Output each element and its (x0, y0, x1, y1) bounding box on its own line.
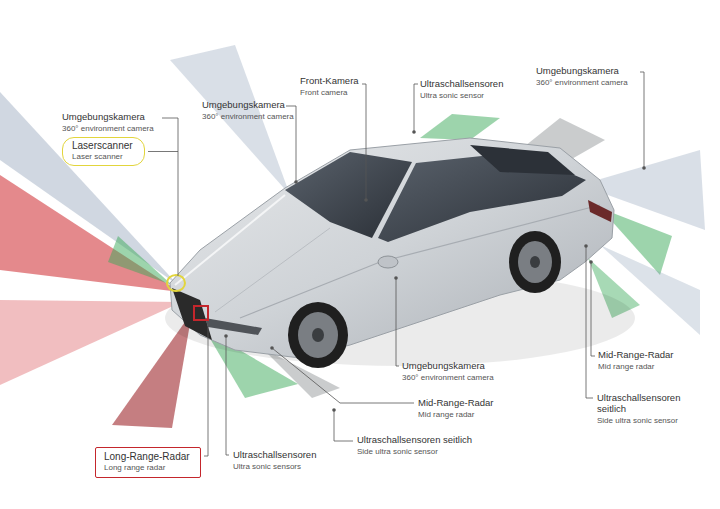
leader-lines-part (414, 84, 418, 132)
sensor-label-english: 360° environment camera (62, 124, 154, 133)
leader-line (204, 322, 208, 456)
sensor-cones-part (420, 114, 500, 140)
sensor-label-english: 360° environment camera (536, 78, 628, 87)
leader-dots-part (584, 244, 588, 248)
car-body-part (470, 145, 575, 175)
highlight-box: Long-Range-RadarLong range radar (95, 447, 201, 478)
sensor-cones (0, 45, 705, 428)
leader-lines-part (586, 246, 593, 398)
sensor-label-english: 360° environment camera (402, 373, 494, 382)
sensor-label-english: Ultra sonic sensor (420, 91, 484, 100)
sensor-label-english: Ultra sonic sensors (233, 462, 301, 471)
sensor-label: Umgebungskamera (536, 66, 619, 77)
leader-dots-part (364, 198, 368, 202)
highlight-pill: LaserscannerLaser scanner (62, 137, 145, 166)
leader-lines-part (334, 410, 353, 441)
sensor-label: Laserscanner (72, 140, 135, 152)
sensor-cones-part (108, 236, 172, 285)
sensor-label: Mid-Range-Radar (598, 350, 674, 361)
car-body-part (378, 256, 398, 268)
sensor-cones-part (0, 175, 180, 292)
leader-dots-part (394, 276, 398, 280)
leader-dots-part (589, 260, 593, 264)
leader-dots-part (332, 408, 336, 412)
car-body (165, 138, 635, 368)
sensor-markers-part (194, 306, 208, 320)
leader-lines-part (640, 72, 644, 168)
sensor-label: Ultraschallsensoren seitlich (597, 393, 693, 415)
sensor-label: Long-Range-Radar (104, 451, 192, 463)
car-body-part (509, 231, 561, 293)
sensor-label: Ultraschallsensoren seitlich (357, 435, 472, 446)
sensor-label: Ultraschallsensoren (420, 79, 503, 90)
sensor-label-english: Side ultra sonic sensor (357, 447, 438, 456)
sensor-label: Mid-Range-Radar (418, 398, 494, 409)
leader-lines-part (162, 118, 178, 276)
car-body-part (312, 328, 324, 342)
sensor-label-english: 360° environment camera (202, 112, 294, 121)
car-body-part (288, 302, 348, 368)
car-body-part (175, 195, 285, 285)
car-body-part (588, 200, 612, 222)
car-body-part (298, 312, 338, 358)
sensor-label: Umgebungskamera (402, 361, 485, 372)
sensor-label-english: Mid range radar (598, 362, 654, 371)
sensor-label-english: Mid range radar (418, 410, 474, 419)
car-body-part (172, 288, 212, 340)
sensor-label-english: Front camera (300, 88, 348, 97)
sensor-markers (167, 275, 208, 320)
leader-dots-part (412, 130, 416, 134)
sensor-label-english: Laser scanner (72, 152, 135, 162)
sensor-label-english: Side ultra sonic sensor (597, 416, 678, 425)
car-body-part (170, 138, 614, 358)
leader-dots-part (642, 166, 646, 170)
leader-line (148, 151, 178, 152)
sensor-label: Front-Kamera (300, 76, 359, 87)
car-body-part (530, 256, 540, 268)
leader-lines-part (591, 262, 595, 356)
car-body-part (240, 205, 600, 318)
car-body-part (215, 228, 330, 312)
leader-dots-part (294, 180, 298, 184)
sensor-label: Ultraschallsensoren (233, 450, 316, 461)
leader-lines-part (362, 84, 366, 200)
leader-lines-part (226, 336, 229, 455)
sensor-label: Umgebungskamera (62, 112, 145, 123)
leader-lines (162, 72, 644, 455)
car-body-part (518, 241, 552, 283)
car-body-part (205, 318, 262, 335)
leader-lines-part (272, 348, 414, 403)
leader-dots-part (224, 334, 228, 338)
leader-dots (224, 130, 646, 412)
leader-lines-part (396, 278, 399, 366)
sensor-label: Umgebungskamera (202, 100, 285, 111)
sensor-label-english: Long range radar (104, 463, 192, 473)
leader-dots-part (270, 346, 274, 350)
sensor-markers-part (167, 275, 185, 291)
